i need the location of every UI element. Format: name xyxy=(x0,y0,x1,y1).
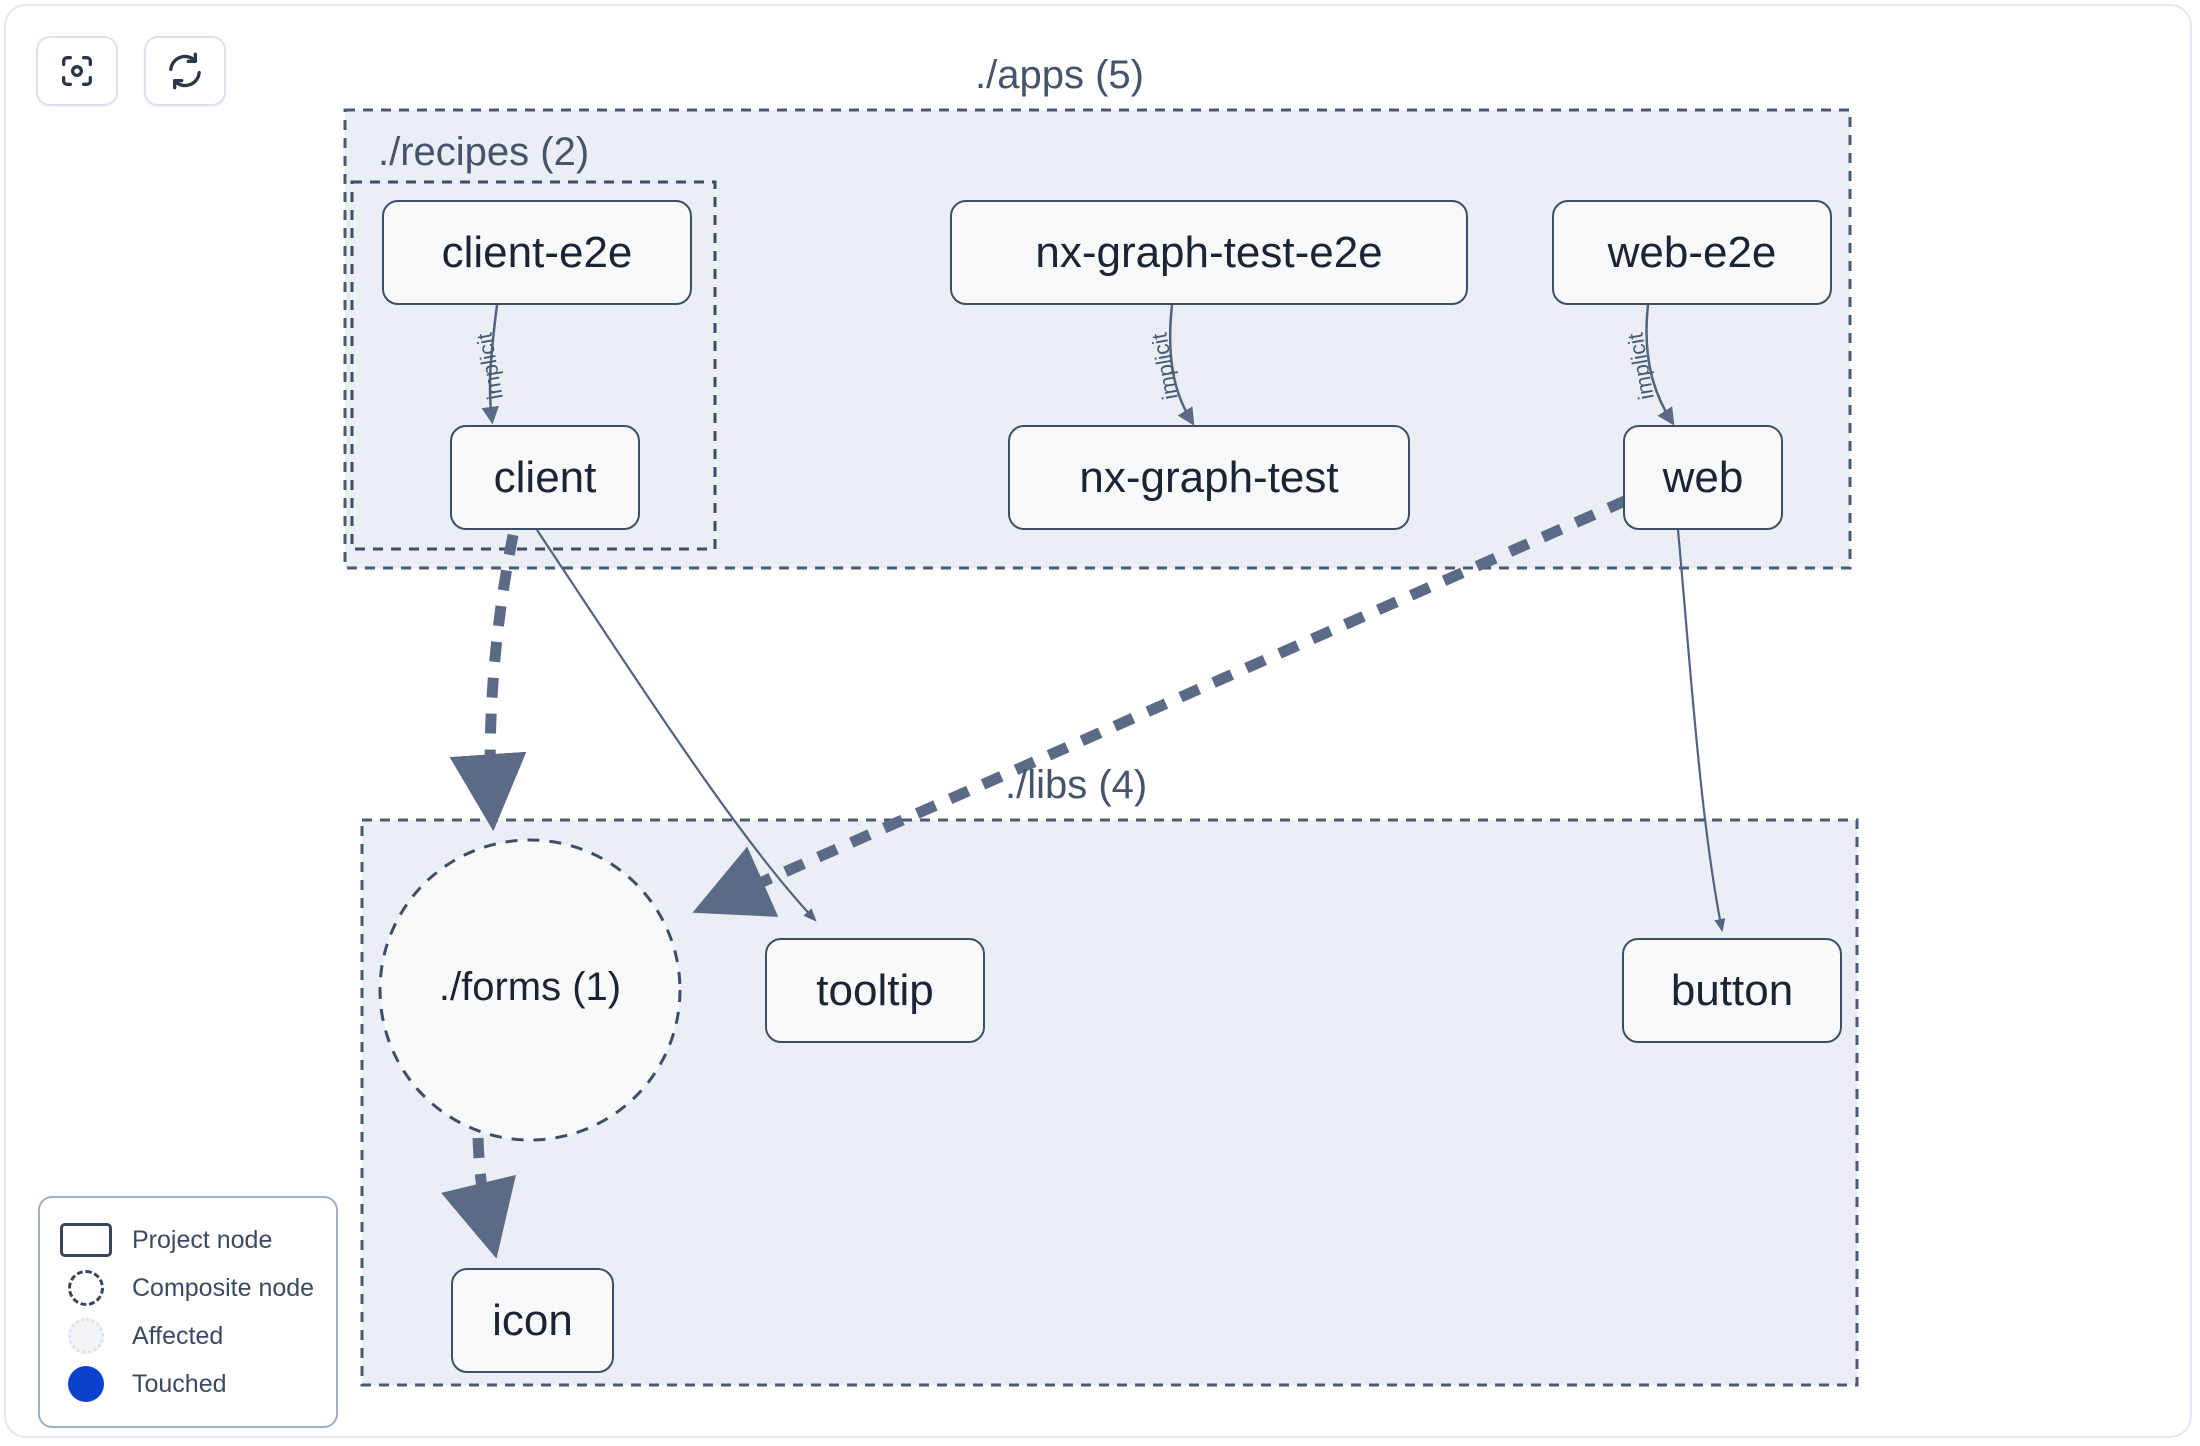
node-web[interactable]: web xyxy=(1623,425,1783,530)
node-client-e2e[interactable]: client-e2e xyxy=(382,200,692,305)
legend-item-affected: Affected xyxy=(60,1312,316,1360)
project-node-swatch xyxy=(60,1223,112,1257)
refresh-graph-button[interactable] xyxy=(144,36,226,106)
node-icon-label: icon xyxy=(492,1295,573,1345)
focus-scan-icon xyxy=(62,56,93,87)
graph-legend: Project node Composite node Affected Tou… xyxy=(38,1196,338,1428)
node-web-label: web xyxy=(1662,452,1744,502)
node-nx-graph-test-e2e[interactable]: nx-graph-test-e2e xyxy=(950,200,1468,305)
group-label-libs: ./libs (4) xyxy=(1005,763,1148,807)
touched-swatch xyxy=(60,1366,112,1402)
edge-forms-to-icon xyxy=(441,1137,516,1259)
node-web-e2e[interactable]: web-e2e xyxy=(1552,200,1832,305)
edge-nx-graph-test-e2e-to-nx-graph-test xyxy=(1168,304,1195,426)
edge-client-e2e-to-client xyxy=(481,304,499,425)
legend-label-affected: Affected xyxy=(132,1321,224,1350)
group-label-apps: ./apps (5) xyxy=(975,53,1144,97)
edge-web-to-button xyxy=(1676,529,1726,933)
affected-swatch xyxy=(60,1318,112,1354)
refresh-icon xyxy=(169,52,201,90)
edge-web-e2e-to-web xyxy=(1645,304,1675,426)
node-icon[interactable]: icon xyxy=(451,1268,614,1373)
edge-client-to-forms xyxy=(449,533,527,832)
node-client[interactable]: client xyxy=(450,425,640,530)
edge-client-to-tooltip xyxy=(536,529,817,922)
focus-graph-button[interactable] xyxy=(36,36,118,106)
legend-label-touched: Touched xyxy=(132,1369,227,1398)
legend-label-composite-node: Composite node xyxy=(132,1273,315,1302)
node-tooltip[interactable]: tooltip xyxy=(765,938,985,1043)
node-forms-circle[interactable] xyxy=(378,838,682,1142)
composite-node-swatch xyxy=(60,1270,112,1306)
node-client-e2e-label: client-e2e xyxy=(441,227,633,277)
node-nx-graph-test-e2e-label: nx-graph-test-e2e xyxy=(1035,227,1383,277)
node-forms-label[interactable]: ./forms (1) xyxy=(438,965,622,1009)
node-client-label: client xyxy=(493,452,597,502)
node-tooltip-label: tooltip xyxy=(816,965,934,1015)
node-nx-graph-test[interactable]: nx-graph-test xyxy=(1008,425,1410,530)
node-button-label: button xyxy=(1670,965,1794,1015)
graph-toolbar xyxy=(36,36,226,106)
group-label-recipes: ./recipes (2) xyxy=(378,130,590,174)
legend-label-project-node: Project node xyxy=(132,1225,273,1254)
legend-item-composite-node: Composite node xyxy=(60,1264,316,1312)
legend-item-touched: Touched xyxy=(60,1360,316,1408)
node-button[interactable]: button xyxy=(1622,938,1842,1043)
edge-web-to-forms xyxy=(692,494,1630,917)
legend-item-project-node: Project node xyxy=(60,1216,316,1264)
node-nx-graph-test-label: nx-graph-test xyxy=(1079,452,1339,502)
node-web-e2e-label: web-e2e xyxy=(1607,227,1777,277)
